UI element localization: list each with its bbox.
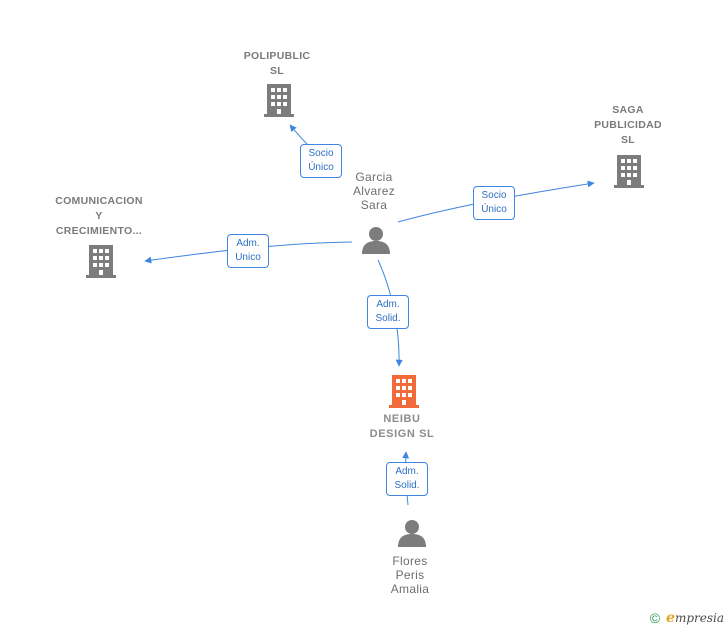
person-icon[interactable]	[362, 227, 390, 254]
building-icon[interactable]	[86, 245, 116, 278]
company-label-comunicacion[interactable]: COMUNICACION Y CRECIMIENTO...	[55, 195, 143, 237]
person-label-flores[interactable]: Flores Peris Amalia	[390, 554, 430, 596]
relation-badge-adm-solid-garcia-neibu[interactable]: Adm. Solid.	[367, 295, 409, 329]
person-label-garcia[interactable]: Garcia Alvarez Sara	[352, 170, 396, 212]
building-icon[interactable]	[264, 84, 294, 117]
company-label-neibu[interactable]: NEIBU DESIGN SL	[369, 413, 435, 440]
building-icon[interactable]	[614, 155, 644, 188]
company-label-saga[interactable]: SAGA PUBLICIDAD SL	[594, 104, 662, 146]
empresia-logo[interactable]: empresia	[666, 610, 724, 626]
footer-brand: © empresia	[650, 608, 724, 628]
copyright-icon: ©	[649, 610, 661, 626]
building-icon[interactable]	[389, 375, 419, 408]
relation-badge-adm-solid-flores-neibu[interactable]: Adm. Solid.	[386, 462, 428, 496]
person-icon[interactable]	[398, 520, 426, 547]
relation-badge-socio-unico-saga[interactable]: Socio Único	[473, 186, 515, 220]
relation-badge-socio-unico-polipublic[interactable]: Socio Único	[300, 144, 342, 178]
relation-badge-adm-unico-comunicacion[interactable]: Adm. Unico	[227, 234, 269, 268]
company-label-polipublic[interactable]: POLIPUBLIC SL	[243, 50, 311, 77]
